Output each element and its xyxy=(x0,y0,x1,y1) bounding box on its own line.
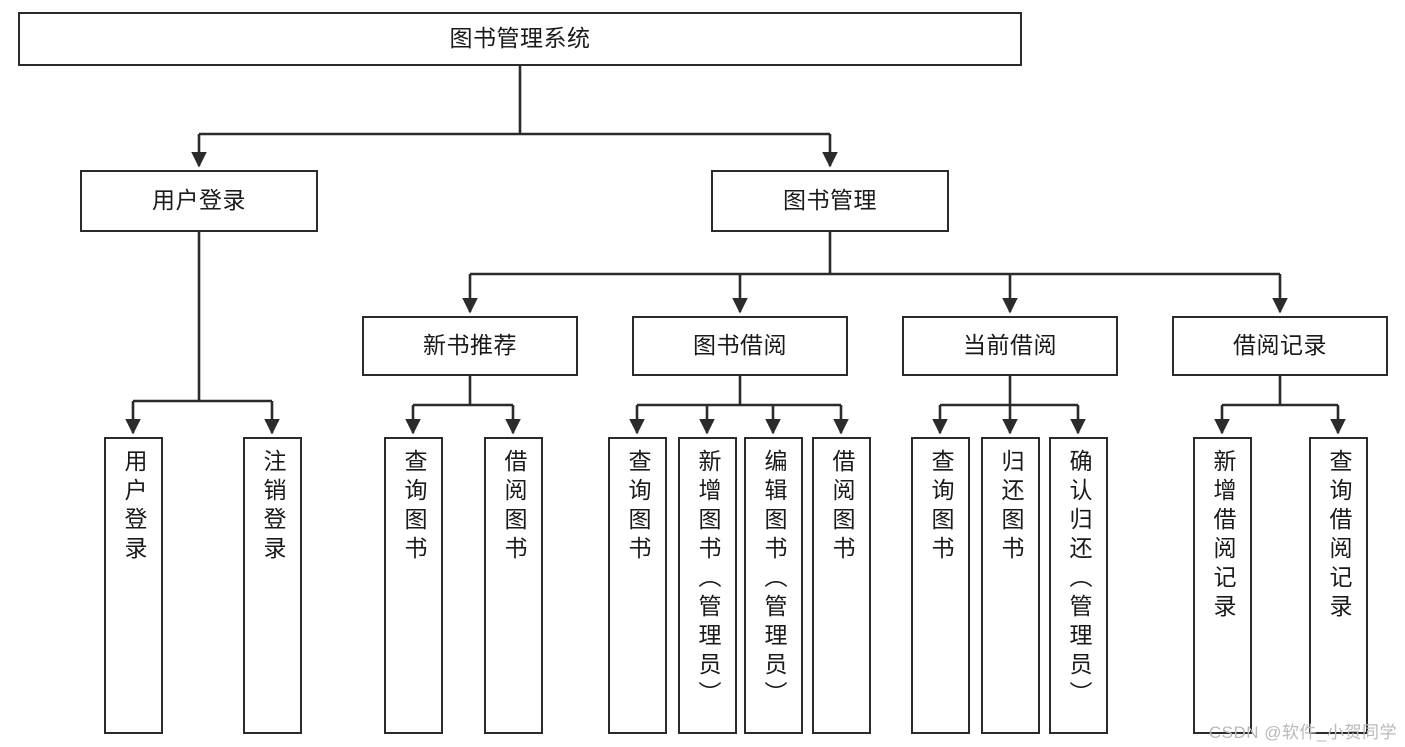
node-current-borrow[interactable]: 当前借阅 xyxy=(902,316,1118,376)
node-root[interactable]: 图书管理系统 xyxy=(18,12,1022,66)
node-leaf-borrow-add-book[interactable]: 新增图书（管理员） xyxy=(678,437,737,734)
node-book-admin-label: 图书管理 xyxy=(783,187,877,214)
node-leaf-user-logout-label: 注销登录 xyxy=(260,449,286,565)
node-leaf-current-return-book[interactable]: 归还图书 xyxy=(981,437,1040,734)
node-leaf-current-query-book-label: 查询图书 xyxy=(928,449,954,565)
node-root-label: 图书管理系统 xyxy=(449,25,591,52)
node-leaf-borrow-add-book-label: 新增图书（管理员） xyxy=(695,449,721,710)
node-leaf-user-logout[interactable]: 注销登录 xyxy=(243,437,302,734)
node-leaf-borrow-query-book-label: 查询图书 xyxy=(625,449,651,565)
node-leaf-borrow-edit-book-label: 编辑图书（管理员） xyxy=(761,449,787,710)
node-borrow-record[interactable]: 借阅记录 xyxy=(1172,316,1388,376)
node-new-book-rec-label: 新书推荐 xyxy=(423,332,517,359)
node-leaf-rec-query-book[interactable]: 查询图书 xyxy=(384,437,443,734)
node-leaf-record-add[interactable]: 新增借阅记录 xyxy=(1193,437,1252,734)
watermark: CSDN @软件_小贺同学 xyxy=(1208,723,1397,742)
node-leaf-rec-borrow-book-label: 借阅图书 xyxy=(501,449,527,565)
node-user-login-label: 用户登录 xyxy=(152,187,246,214)
node-leaf-user-login[interactable]: 用户登录 xyxy=(104,437,163,734)
node-leaf-user-login-label: 用户登录 xyxy=(121,449,147,565)
node-leaf-record-add-label: 新增借阅记录 xyxy=(1210,449,1236,623)
node-user-login[interactable]: 用户登录 xyxy=(80,170,318,232)
node-leaf-borrow-query-book[interactable]: 查询图书 xyxy=(608,437,667,734)
node-leaf-current-return-book-label: 归还图书 xyxy=(998,449,1024,565)
node-leaf-rec-borrow-book[interactable]: 借阅图书 xyxy=(484,437,543,734)
node-current-borrow-label: 当前借阅 xyxy=(963,332,1057,359)
node-leaf-current-query-book[interactable]: 查询图书 xyxy=(911,437,970,734)
node-book-admin[interactable]: 图书管理 xyxy=(711,170,949,232)
node-leaf-current-confirm-return[interactable]: 确认归还（管理员） xyxy=(1049,437,1108,734)
node-leaf-borrow-borrow-book-label: 借阅图书 xyxy=(829,449,855,565)
node-leaf-current-confirm-return-label: 确认归还（管理员） xyxy=(1066,449,1092,710)
node-borrow-record-label: 借阅记录 xyxy=(1233,332,1327,359)
node-book-borrow-label: 图书借阅 xyxy=(693,332,787,359)
node-leaf-borrow-borrow-book[interactable]: 借阅图书 xyxy=(812,437,871,734)
node-leaf-borrow-edit-book[interactable]: 编辑图书（管理员） xyxy=(744,437,803,734)
node-leaf-rec-query-book-label: 查询图书 xyxy=(401,449,427,565)
node-new-book-rec[interactable]: 新书推荐 xyxy=(362,316,578,376)
node-leaf-record-query-label: 查询借阅记录 xyxy=(1326,449,1352,623)
node-leaf-record-query[interactable]: 查询借阅记录 xyxy=(1309,437,1368,734)
node-book-borrow[interactable]: 图书借阅 xyxy=(632,316,848,376)
